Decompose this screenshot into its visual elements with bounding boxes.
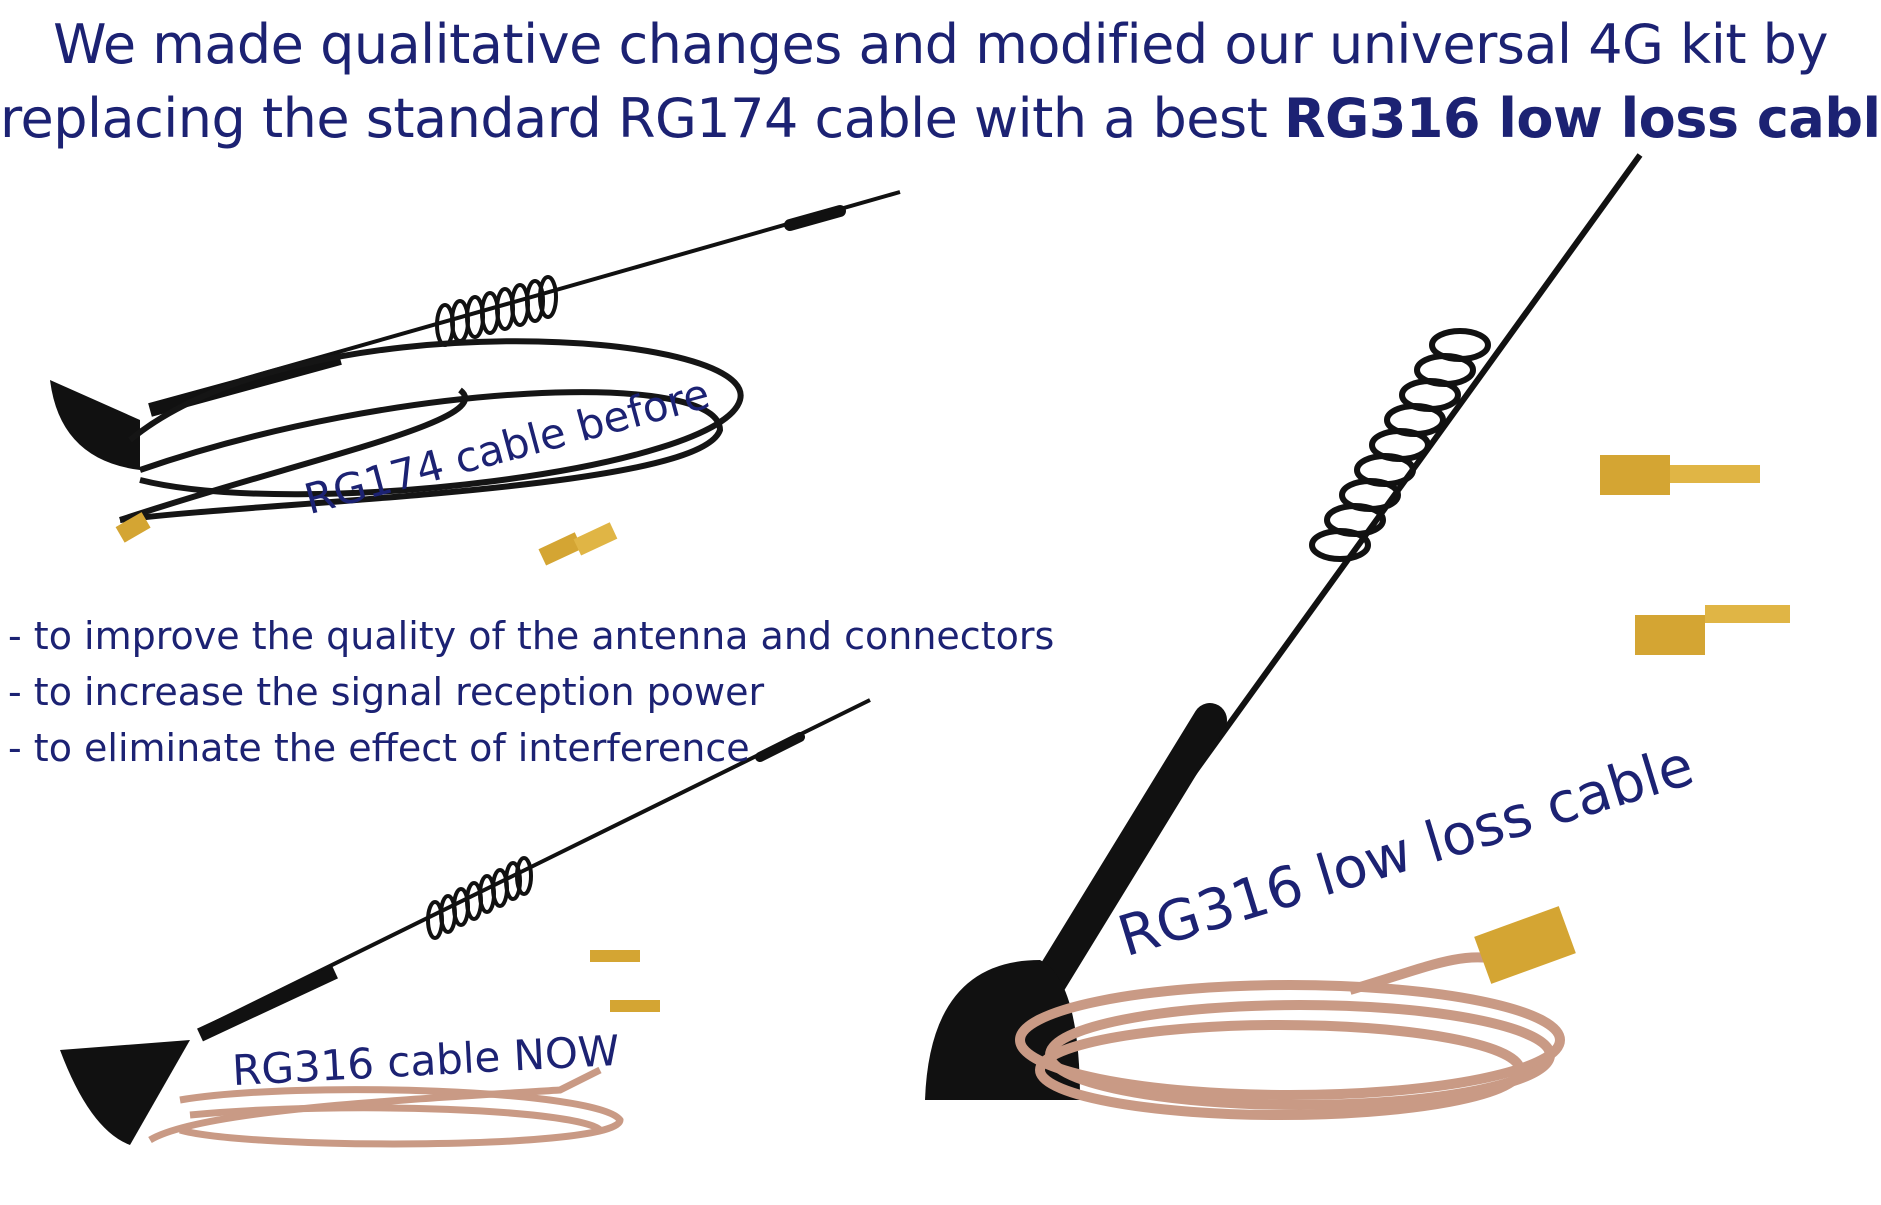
benefit-item: - to increase the signal reception power	[8, 670, 765, 714]
rg316-antenna-small-image	[60, 698, 871, 1148]
rg316-antenna-large-image	[925, 153, 1790, 1120]
benefit-item: - to improve the quality of the antenna …	[8, 614, 1055, 658]
headline-line-2: replacing the standard RG174 cable with …	[0, 82, 1881, 156]
benefits-list: - to improve the quality of the antenna …	[8, 608, 1054, 776]
rg174-antenna-image	[50, 190, 901, 566]
headline-line-2-bold: RG316 low loss cable	[1283, 87, 1881, 150]
headline-line-2-text: replacing the standard RG174 cable with …	[0, 87, 1284, 150]
benefit-item: - to eliminate the effect of interferenc…	[8, 726, 750, 770]
headline-line-1: We made qualitative changes and modified…	[53, 13, 1828, 76]
